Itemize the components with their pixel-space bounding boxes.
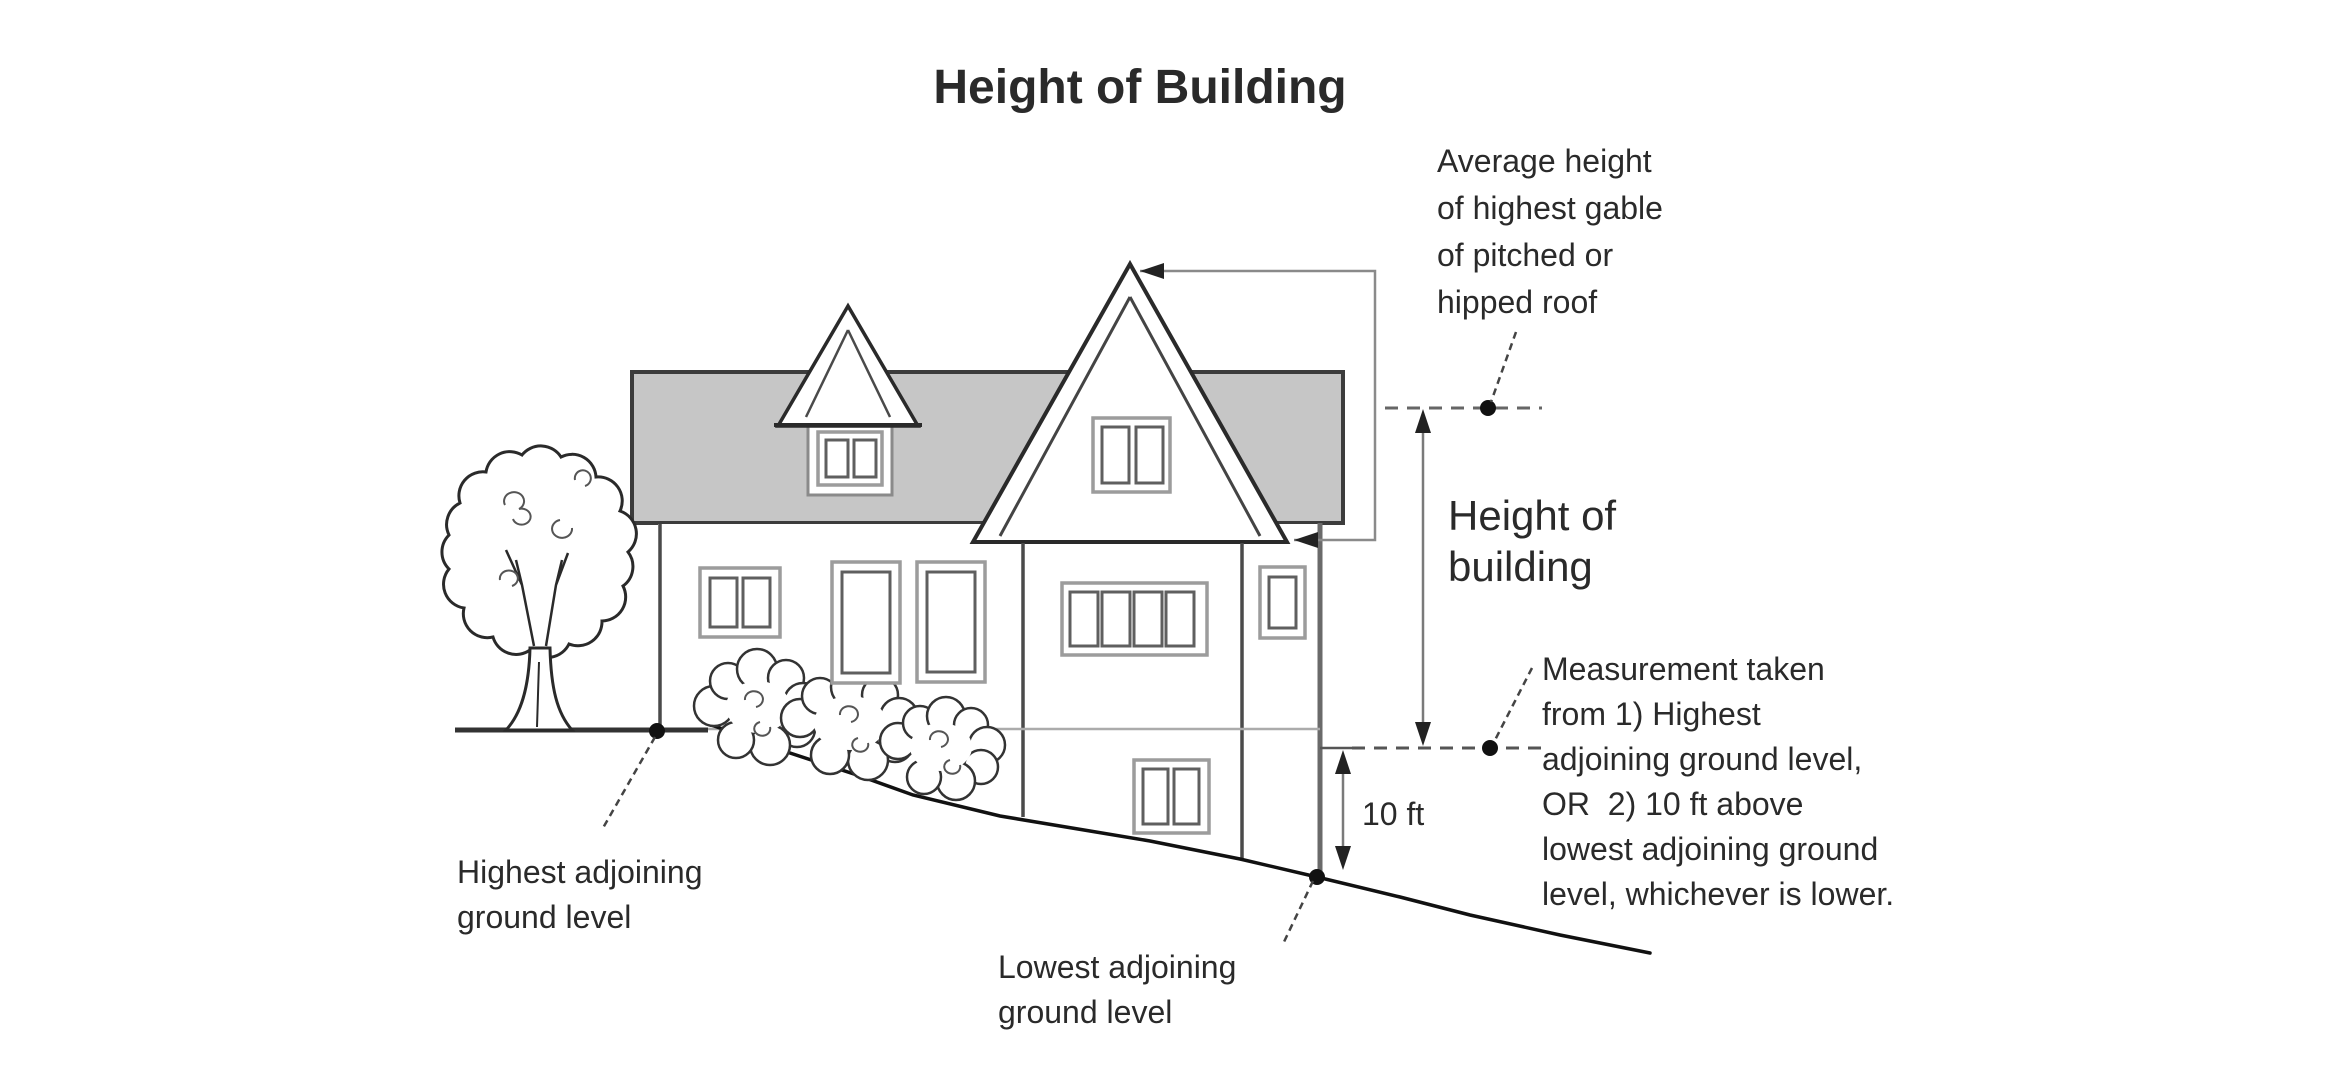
label-line: OR 2) 10 ft above [1542,786,1803,822]
label-line: Lowest adjoining [998,949,1236,985]
label-line: ground level [998,994,1172,1030]
window-basement [1132,758,1211,835]
label-line: from 1) Highest [1542,696,1761,732]
leader-highest-ground [601,736,657,829]
dormer-window-pane [852,438,878,479]
label-line: of highest gable [1437,190,1663,226]
tree-leaf-squiggle [498,569,519,587]
tree-trunk-line [536,661,540,728]
windows [698,560,1307,835]
tree [440,444,638,732]
label-line: Height of [1448,492,1616,539]
dormer-gable-inner-line [804,329,892,418]
bush [878,695,1007,802]
tree-leaf-squiggle [503,491,532,526]
highest-ground-dot [649,723,665,739]
label-line: Average height [1437,143,1652,179]
window-tall-1 [830,560,902,685]
level-dot-top [1480,400,1496,416]
tree-leaf-squiggle [551,519,574,539]
measurement-level [1320,667,1542,756]
roof-dormer [774,302,922,497]
label-line: Highest adjoining [457,854,703,890]
leader-lowest-ground [1281,880,1315,945]
gable-window-pane [1100,425,1131,485]
label-line: Measurement taken [1542,651,1825,687]
arrowhead-eave [1294,532,1318,548]
window-small-right [1258,565,1307,640]
label-height-of-building: Height of building [1448,492,1616,590]
level-dot-bottom [1482,740,1498,756]
label-line: hipped roof [1437,284,1597,320]
leader-avg-gable [1489,331,1518,403]
gable-bracket [1140,263,1377,548]
dormer-gable [774,302,922,428]
height-dimension [1415,409,1431,746]
label-line: lowest adjoining ground [1542,831,1878,867]
label-line: of pitched or [1437,237,1613,273]
diagram-title: Height of Building [933,61,1346,114]
label-ten-ft: 10 ft [1362,796,1424,832]
window-tall-2 [915,560,987,684]
label-highest-adjoining-ground: Highest adjoining ground level [457,854,703,935]
label-line: ground level [457,899,631,935]
ten-ft-dimension [1335,750,1351,870]
front-gable-inner-line [998,296,1262,537]
front-gable [969,259,1291,544]
bushes [692,647,1007,802]
dormer-window-pane [824,438,850,479]
gable-window-pane [1134,425,1165,485]
window-two-pane-left [698,566,782,639]
arrowhead-up [1335,750,1351,774]
arrowhead-up [1415,409,1431,433]
tree-branches [504,549,570,647]
average-height-level [1385,331,1542,416]
arrowhead-down [1415,722,1431,746]
label-line: level, whichever is lower. [1542,876,1894,912]
label-lowest-adjoining-ground: Lowest adjoining ground level [998,949,1236,1030]
front-gable-outline [969,259,1291,544]
arrowhead-peak [1140,263,1164,279]
label-average-gable-height: Average height of highest gable of pitch… [1437,143,1663,320]
window-four-pane [1060,581,1209,657]
label-line: building [1448,543,1593,590]
label-line: adjoining ground level, [1542,741,1862,777]
leader-measurement [1492,667,1534,743]
tree-leaf-squiggle [573,469,592,487]
tree-canopy [440,444,638,659]
label-measurement-note: Measurement taken from 1) Highest adjoin… [1542,651,1894,912]
arrowhead-down [1335,846,1351,870]
